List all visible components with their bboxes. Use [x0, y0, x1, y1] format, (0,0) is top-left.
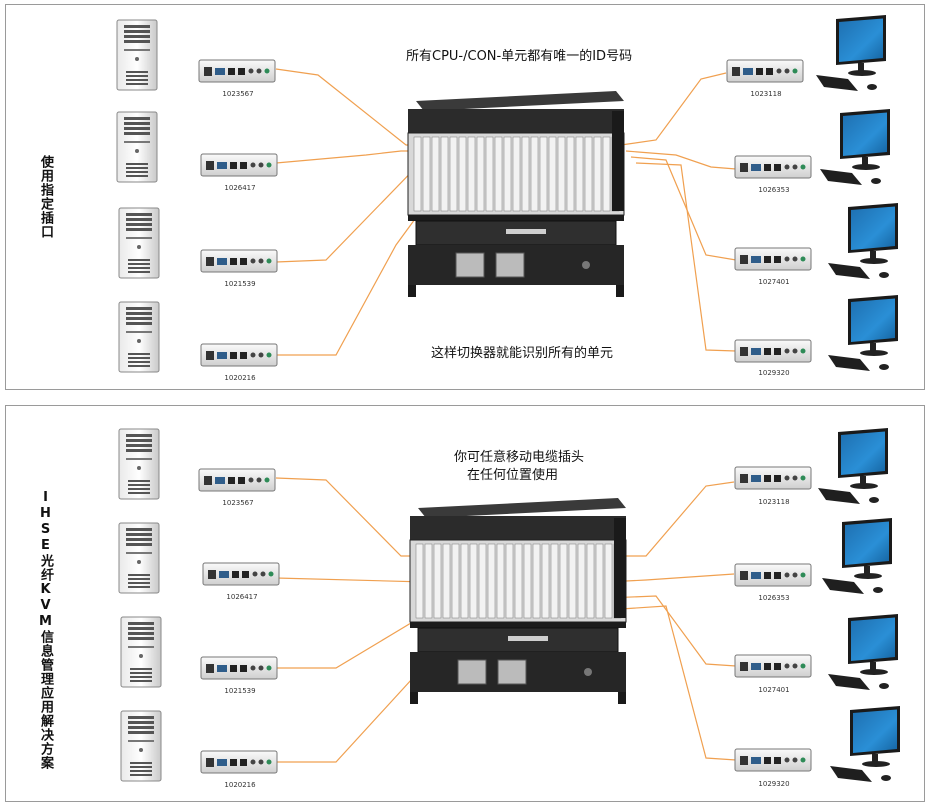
monitor-keyboard-icon	[814, 15, 894, 93]
cpu-unit-id: 1020216	[224, 374, 256, 382]
monitor-keyboard-icon	[826, 614, 906, 692]
monitor-keyboard-icon	[826, 203, 906, 281]
monitor-keyboard-icon	[816, 428, 896, 506]
cpu-unit-icon	[202, 560, 280, 588]
con-unit-icon	[734, 561, 812, 589]
con-unit-id: 1023118	[758, 498, 790, 506]
side-label: IHSE光纤KVM信息管理应用解决方案	[38, 490, 53, 770]
con-unit-id: 1023118	[750, 90, 782, 98]
cpu-unit-id: 1021539	[224, 687, 256, 695]
side-label: 使用指定插口	[38, 155, 53, 239]
monitor-keyboard-icon	[826, 295, 906, 373]
computer-tower-icon	[118, 522, 160, 594]
diagram-panel-free-ports: IHSE光纤KVM信息管理应用解决方案 你可任意移动电缆插头 在任何位置使用 1…	[5, 405, 925, 802]
computer-tower-icon	[118, 428, 160, 500]
con-unit-icon	[726, 57, 804, 85]
con-unit-icon	[734, 652, 812, 680]
cpu-unit-id: 1026417	[226, 593, 258, 601]
con-unit-id: 1026353	[758, 186, 790, 194]
con-unit-id: 1027401	[758, 278, 790, 286]
caption-any-position: 在任何位置使用	[467, 468, 559, 483]
cable-right-4	[635, 162, 737, 352]
computer-tower-icon	[116, 111, 158, 183]
con-unit-id: 1026353	[758, 594, 790, 602]
monitor-keyboard-icon	[818, 109, 898, 187]
cpu-unit-icon	[200, 151, 278, 179]
cpu-unit-icon	[200, 341, 278, 369]
cable-right-2	[625, 150, 737, 170]
caption-recognize-units: 这样切换器就能识别所有的单元	[431, 346, 614, 361]
cpu-unit-icon	[198, 466, 276, 494]
cpu-unit-id: 1026417	[224, 184, 256, 192]
con-unit-icon	[734, 245, 812, 273]
cpu-unit-icon	[200, 247, 278, 275]
kvm-matrix-switch-icon	[396, 91, 636, 297]
kvm-matrix-switch-icon	[398, 498, 638, 704]
computer-tower-icon	[120, 710, 162, 782]
caption-move-cables: 你可任意移动电缆插头	[454, 450, 585, 465]
computer-tower-icon	[120, 616, 162, 688]
con-unit-id: 1029320	[758, 780, 790, 788]
con-unit-id: 1027401	[758, 686, 790, 694]
caption-unique-id: 所有CPU-/CON-单元都有唯一的ID号码	[406, 49, 633, 64]
cpu-unit-icon	[200, 654, 278, 682]
cable-right-3	[630, 156, 737, 261]
con-unit-icon	[734, 153, 812, 181]
con-unit-id: 1029320	[758, 369, 790, 377]
cable-right-1	[620, 72, 727, 146]
cpu-unit-icon	[198, 57, 276, 85]
monitor-keyboard-icon	[828, 706, 908, 784]
con-unit-icon	[734, 337, 812, 365]
computer-tower-icon	[118, 207, 160, 279]
cpu-unit-id: 1023567	[222, 499, 254, 507]
computer-tower-icon	[118, 301, 160, 373]
monitor-keyboard-icon	[820, 518, 900, 596]
con-unit-icon	[734, 746, 812, 774]
con-unit-icon	[734, 464, 812, 492]
cpu-unit-id: 1023567	[222, 90, 254, 98]
cpu-unit-id: 1021539	[224, 280, 256, 288]
computer-tower-icon	[116, 19, 158, 91]
diagram-panel-fixed-ports: 使用指定插口 所有CPU-/CON-单元都有唯一的ID号码 这样切换器就能识别所…	[5, 4, 925, 390]
cpu-unit-id: 1020216	[224, 781, 256, 789]
cpu-unit-icon	[200, 748, 278, 776]
